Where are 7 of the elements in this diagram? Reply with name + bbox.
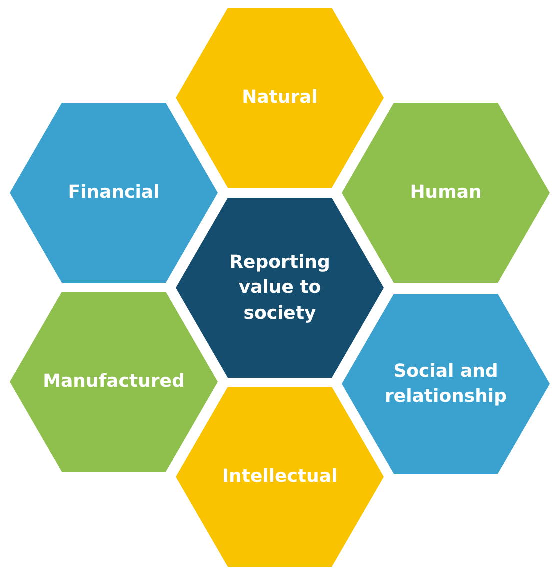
hexagon-label: Human (410, 181, 482, 206)
hexagon-label: Intellectual (222, 465, 338, 490)
hexagon-label: Social and relationship (384, 360, 508, 409)
hexagon-label: Reporting value to society (228, 251, 332, 326)
hexagon-label: Manufactured (43, 370, 185, 394)
hexagon-label: Financial (68, 181, 160, 206)
hexagon-label: Natural (242, 86, 318, 110)
